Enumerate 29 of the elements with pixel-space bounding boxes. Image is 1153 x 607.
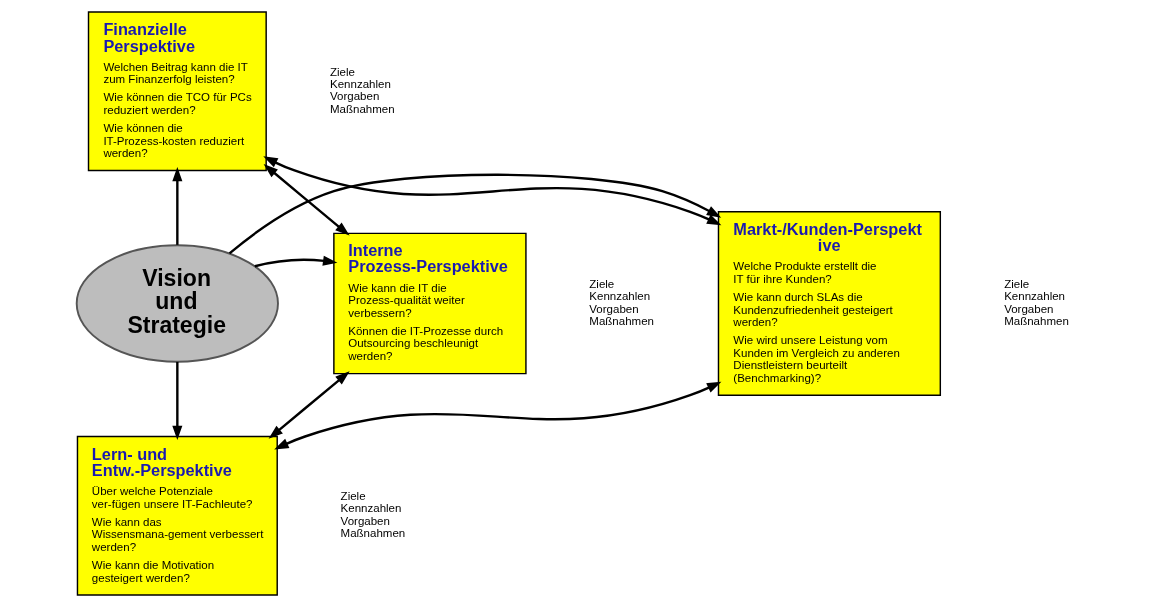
node-label: Ziele bbox=[1003, 277, 1029, 290]
node-box: Interne Prozess-Perspektive Wie kann die IT die Prozess-qualität weiter verbessern? Können die IT-Prozesse durch Outsourcing beschleunigt werden? bbox=[332, 232, 527, 375]
node-label: Kennzahlen bbox=[1003, 290, 1065, 303]
arrow bbox=[171, 166, 182, 245]
arrow bbox=[263, 164, 350, 236]
arrow bbox=[268, 371, 350, 439]
node-label: Kennzahlen bbox=[588, 290, 650, 303]
node-label: Vorgaben bbox=[340, 514, 390, 527]
arrow bbox=[171, 361, 182, 441]
node-label: Maßnahmen bbox=[1003, 315, 1069, 328]
node-label: Vorgaben bbox=[1003, 302, 1053, 315]
node-box: Lern- und Entw.-Perspektive Über welche Potenziale ver-fügen unsere IT-Fachleute? Wie kann das Wissensmana-gement verbessert werden? Wie kann die Motivation gesteigert werden? bbox=[76, 435, 278, 596]
arrow bbox=[262, 156, 721, 226]
arrow bbox=[254, 255, 337, 268]
node-label: Maßnahmen bbox=[588, 315, 654, 328]
arrow bbox=[273, 381, 721, 450]
node-label: Maßnahmen bbox=[329, 102, 395, 115]
node-ellipse: Vision und Strategie bbox=[75, 244, 279, 363]
node-box: Markt-/Kunden-Perspektive Welche Produkte erstellt die IT für ihre Kunden? Wie kann durch SLAs die Kundenzufriedenheit gesteigert werden? Wie wird unsere Leistung vom Kunden im Vergleich zu anderen Dienstleistern beurteilt (Benchmarking)? bbox=[717, 211, 941, 396]
node-label: Maßnahmen bbox=[340, 527, 405, 540]
node-box: Finanzielle Perspektive Welchen Beitrag kann die IT zum Finanzerfolg leisten? Wie können die TCO für PCs reduziert werden? Wie können die IT-Prozess-kosten reduziert werden? bbox=[87, 11, 267, 172]
node-label: Kennzahlen bbox=[340, 502, 401, 515]
arrow bbox=[228, 173, 721, 255]
node-label: Ziele bbox=[329, 65, 355, 78]
node-label: Kennzahlen bbox=[329, 78, 391, 90]
node-label: Ziele bbox=[340, 489, 366, 502]
node-label: Ziele bbox=[588, 277, 614, 290]
node-label: Vorgaben bbox=[329, 90, 379, 103]
node-label: Vorgaben bbox=[588, 302, 639, 315]
